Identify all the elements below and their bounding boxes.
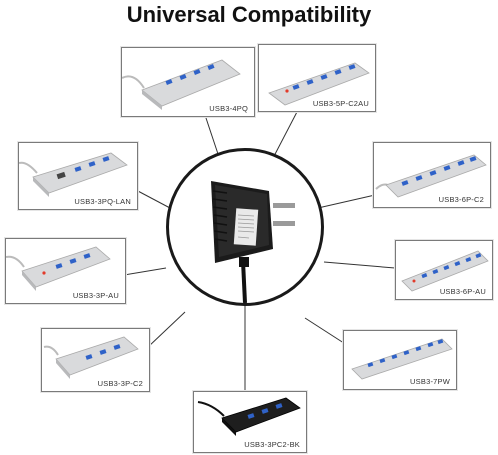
product-card-usb3-3pc2-bk: USB3-3PC2-BK	[193, 391, 307, 453]
us-plug-icon	[273, 203, 295, 226]
product-label: USB3-7PW	[410, 377, 450, 386]
product-card-usb3-3pq-lan: USB3-3PQ-LAN	[18, 142, 138, 210]
wall-adapter-icon	[211, 181, 295, 303]
hub-7-port-image	[351, 338, 453, 380]
hub-3-port-c2-image	[43, 336, 139, 379]
product-label: USB3-3PC2-BK	[244, 440, 300, 449]
connector-line-5pc2au	[271, 109, 299, 161]
product-label: USB3-6P-C2	[438, 195, 484, 204]
product-card-usb3-6p-au: USB3-6P-AU	[395, 240, 493, 300]
page-title: Universal Compatibility	[126, 2, 372, 27]
connector-line-3pqlan	[135, 189, 171, 209]
product-label: USB3-4PQ	[209, 104, 248, 113]
hub-3-port-black-image	[197, 397, 301, 436]
product-card-usb3-4pq: USB3-4PQ	[121, 47, 255, 117]
product-card-usb3-7pw: USB3-7PW	[343, 330, 457, 390]
connector-line-7pw	[304, 317, 351, 348]
product-card-usb3-3p-c2: USB3-3P-C2	[41, 328, 150, 392]
hub-3-port-au-image	[6, 246, 111, 291]
hub-3-port-lan-image	[19, 152, 128, 197]
product-label: USB3-3PQ-LAN	[74, 197, 131, 206]
connector-line-3pau	[123, 267, 167, 276]
hub-4-port-image	[122, 59, 241, 110]
connector-line-3pc2	[147, 311, 186, 348]
product-label: USB3-3P-C2	[97, 379, 143, 388]
product-label: USB3-6P-AU	[439, 287, 486, 296]
connector-line-6pc2	[317, 194, 376, 209]
connector-line-6pau	[323, 261, 396, 269]
product-card-usb3-5p-c2au: USB3-5P-C2AU	[258, 44, 376, 112]
hub-5-port-image	[268, 62, 370, 106]
product-card-usb3-6p-c2: USB3-6P-C2	[373, 142, 491, 208]
power-adapter-circle	[166, 148, 324, 306]
power-cable-icon	[241, 260, 247, 303]
hub-6-port-image	[375, 154, 487, 198]
product-label: USB3-5P-C2AU	[312, 99, 369, 108]
product-label: USB3-3P-AU	[72, 291, 119, 300]
product-card-usb3-3p-au: USB3-3P-AU	[5, 238, 126, 304]
hub-6-port-au-image	[401, 250, 489, 292]
